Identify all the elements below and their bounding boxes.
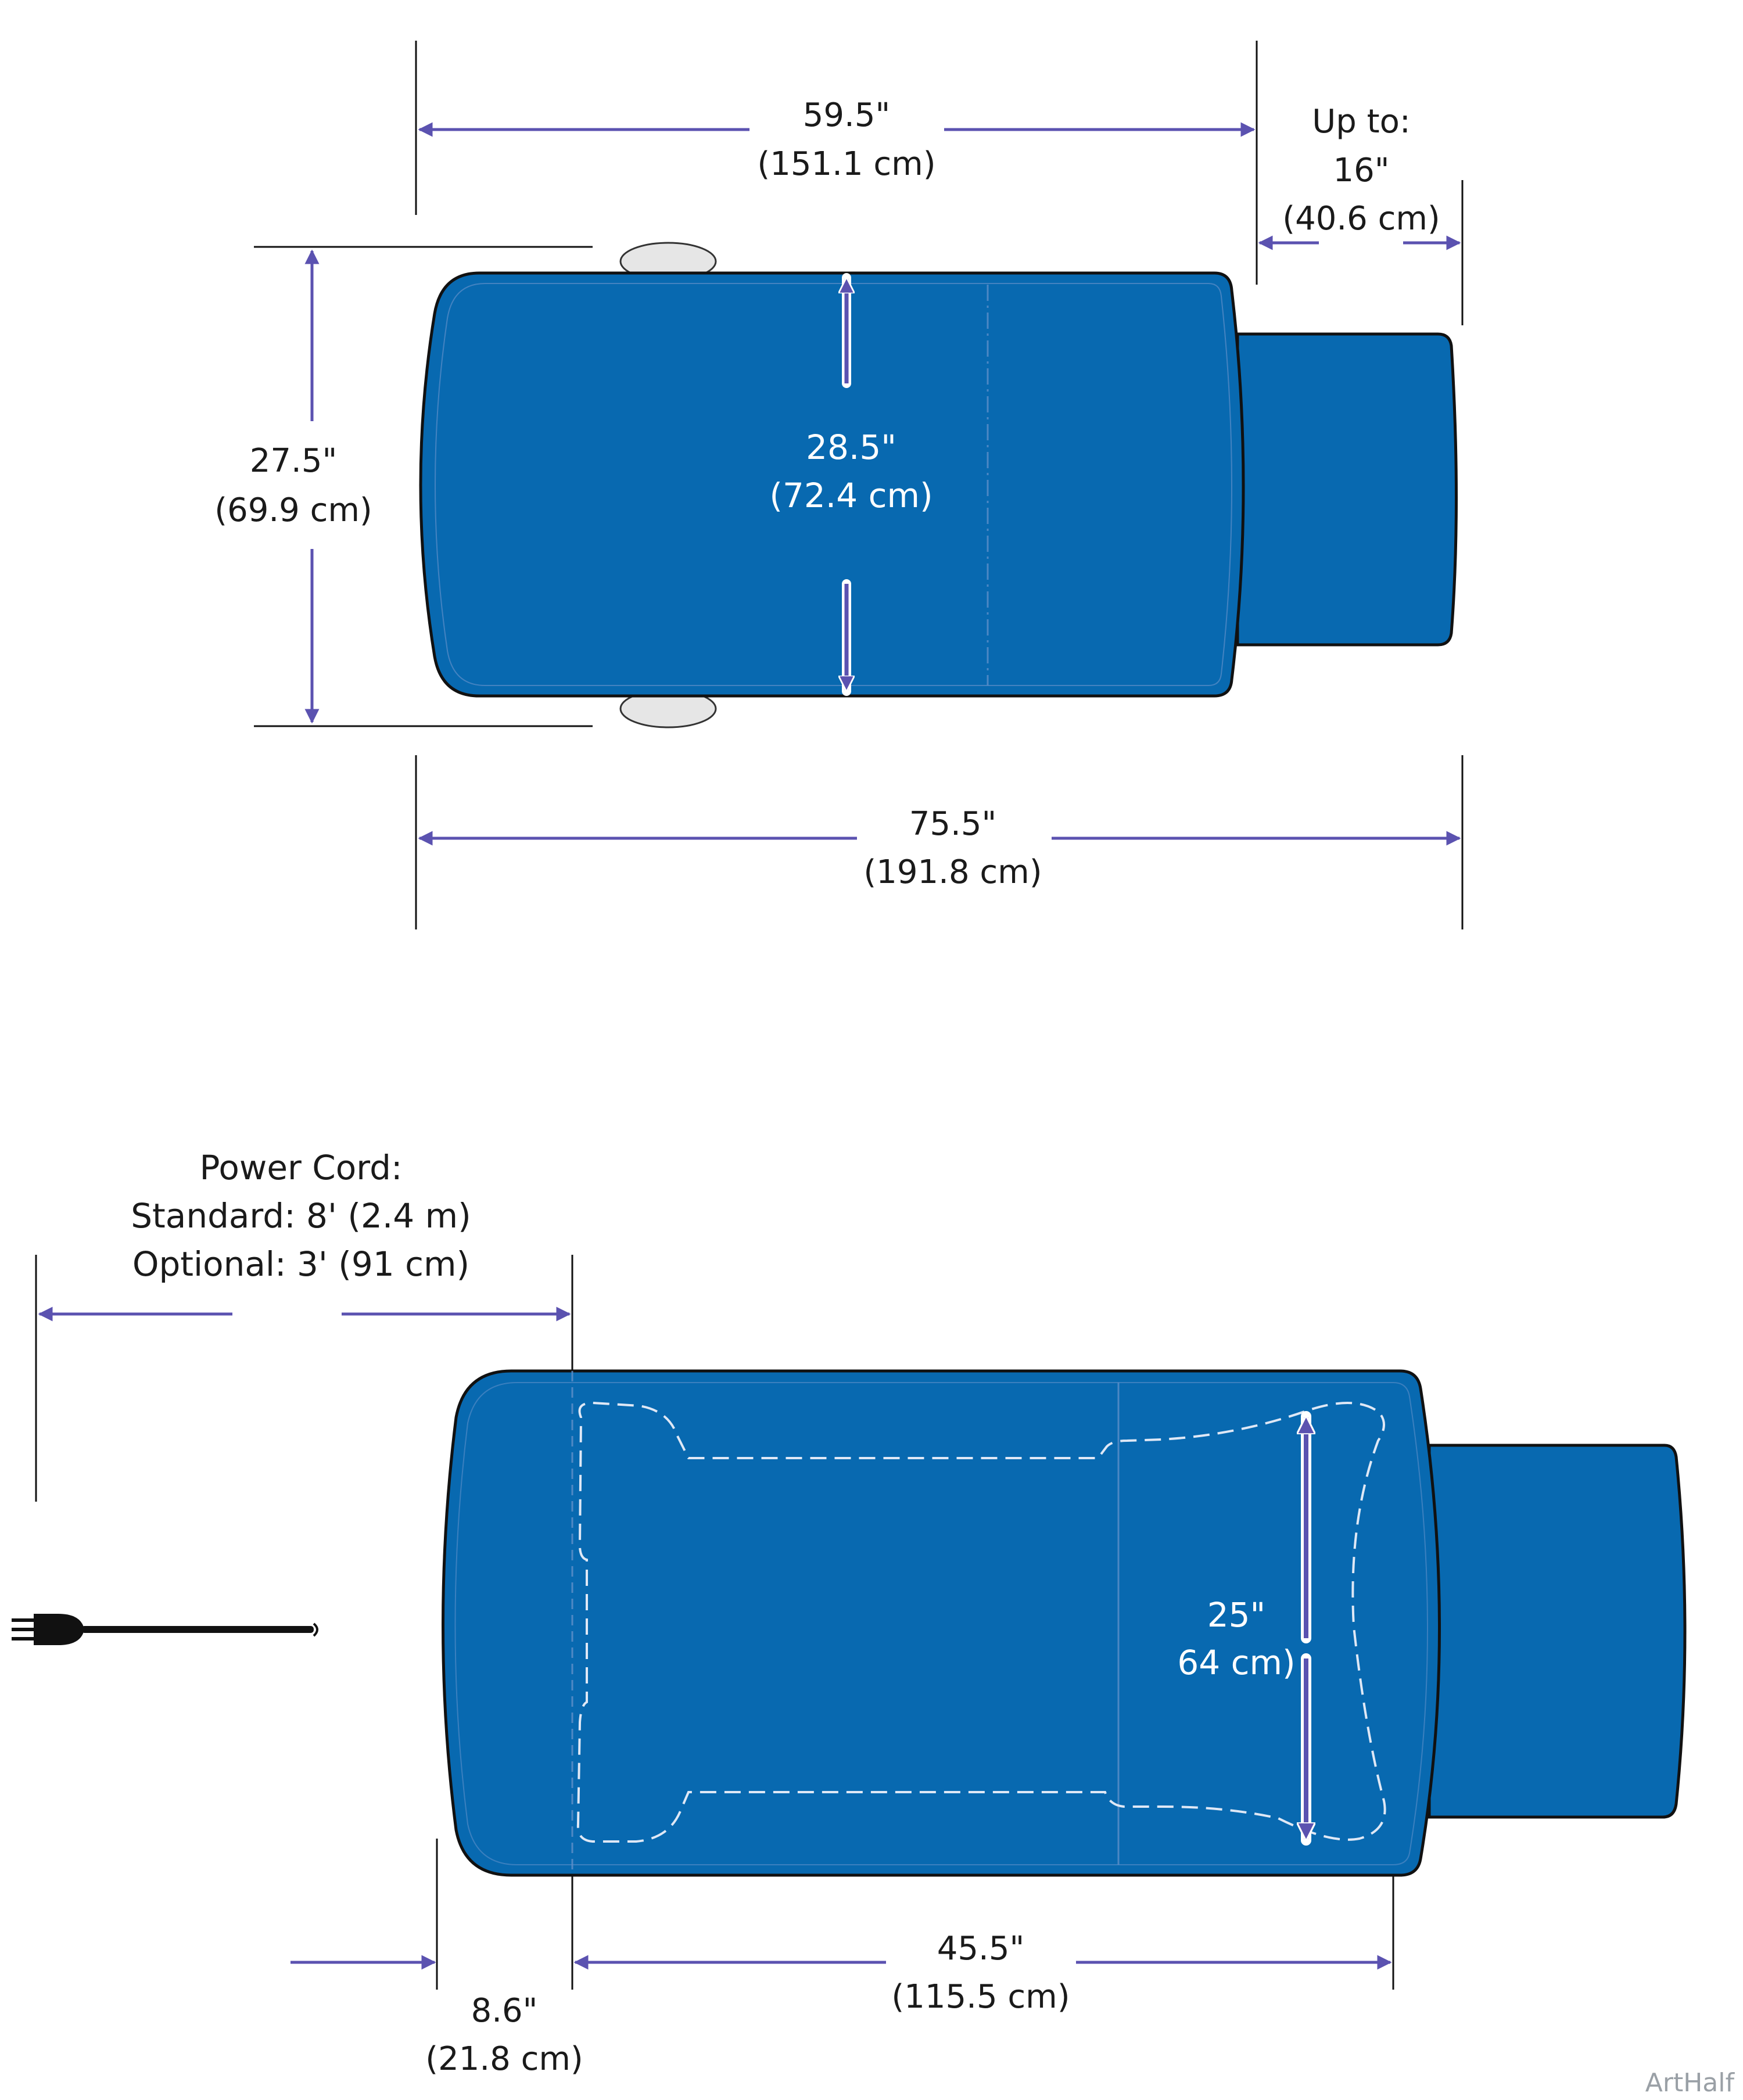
body-outline-dashed — [576, 1401, 1386, 1843]
end-offset-inches: 8.6" — [471, 1992, 538, 2030]
extension-cm: (40.6 cm) — [1282, 200, 1440, 238]
inner-length-inches: 45.5" — [937, 1930, 1024, 1968]
inner-width-cm: 64 cm) — [1177, 1643, 1295, 1682]
side-width-inches: 27.5" — [250, 442, 337, 480]
table-body — [419, 271, 1245, 698]
bottom-table-extension — [1428, 1444, 1687, 1819]
bottom-table-inner-contour — [454, 1382, 1428, 1865]
overall-length-cm: (191.8 cm) — [863, 853, 1042, 891]
bottom-view: 25" 64 cm) Power Cord: Standard: 8' (2.4… — [12, 1148, 1687, 2078]
table-extension — [1236, 332, 1458, 647]
power-cord-title: Power Cord: — [200, 1148, 403, 1187]
bottom-table-body — [442, 1369, 1441, 1877]
extension-inches: 16" — [1333, 152, 1389, 189]
surface-width-inches: 28.5" — [806, 428, 896, 467]
overall-length-inches: 75.5" — [909, 805, 996, 843]
surface-width-cm: (72.4 cm) — [769, 476, 933, 515]
side-width-cm: (69.9 cm) — [214, 491, 372, 529]
inner-length-cm: (115.5 cm) — [891, 1978, 1070, 2016]
top-view: 59.5" (151.1 cm) Up to: 16" (40.6 cm) 27… — [214, 41, 1464, 929]
inner-width-inches: 25" — [1207, 1595, 1265, 1635]
power-cord-standard: Standard: 8' (2.4 m) — [131, 1196, 471, 1236]
extension-prefix: Up to: — [1312, 103, 1410, 141]
power-plug-icon — [12, 1614, 318, 1645]
power-cord-optional: Optional: 3' (91 cm) — [132, 1244, 469, 1284]
end-offset-cm: (21.8 cm) — [425, 2040, 583, 2078]
table-inner-contour — [435, 283, 1232, 686]
watermark: ArtHalf — [1645, 2068, 1735, 2098]
top-length-inches: 59.5" — [803, 96, 890, 134]
top-length-cm: (151.1 cm) — [757, 145, 935, 183]
